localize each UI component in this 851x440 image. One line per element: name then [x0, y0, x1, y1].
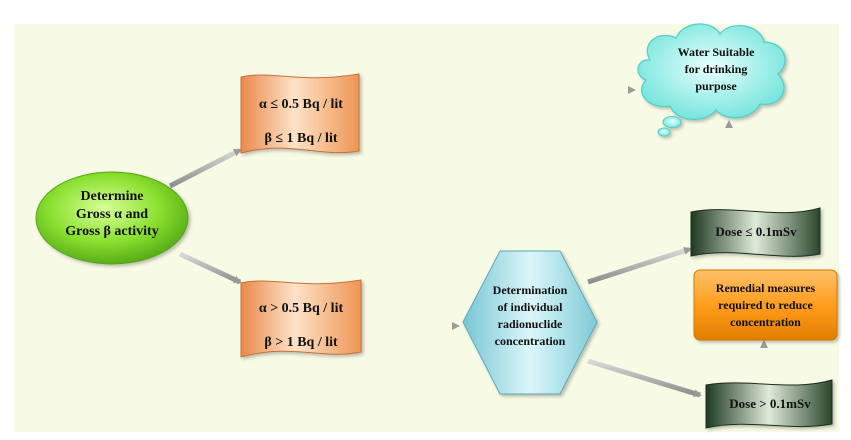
arrow-determine-to-low [168, 147, 242, 189]
arrow-determination-to-dose-high [587, 358, 702, 398]
high-limits-banner [240, 279, 362, 358]
water-suitable-cloud [637, 23, 786, 137]
determine-oval [35, 171, 189, 265]
arrow-determine-to-high [178, 251, 242, 285]
connector-arrows [168, 86, 768, 398]
remedial-box [693, 269, 838, 341]
dose-low-banner [690, 207, 821, 257]
low-limits-banner [240, 73, 360, 154]
determination-hexagon [462, 250, 598, 395]
dose-high-banner [705, 379, 833, 429]
arrow-determination-to-dose-low [587, 246, 692, 285]
